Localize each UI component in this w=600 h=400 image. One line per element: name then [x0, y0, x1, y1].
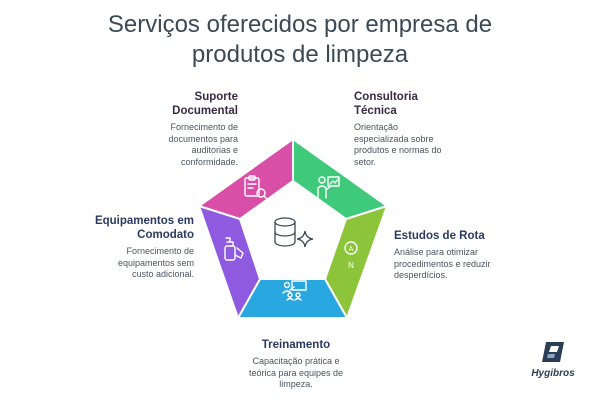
- logo-text: Hygibros: [531, 368, 575, 379]
- pentagon-segments: [196, 137, 390, 321]
- service-estudos: Estudos de Rota Análise para otimizar pr…: [394, 229, 534, 282]
- compass-icon: [344, 241, 358, 255]
- estudos-description: Análise para otimizar procedimentos e re…: [394, 247, 534, 282]
- equipamentos-title-line-1: Equipamentos em: [94, 215, 194, 227]
- clipboard-search-icon: [244, 175, 268, 200]
- treinamento-desc-1: Capacitação prática e: [252, 356, 340, 366]
- estudos-desc-1: Análise para otimizar: [394, 247, 479, 257]
- suporte-description: Fornecimento de documentos para auditori…: [120, 122, 238, 168]
- equipamentos-desc-1: Fornecimento de: [126, 246, 194, 256]
- service-suporte: Suporte Documental Fornecimento de docum…: [120, 90, 238, 168]
- consultoria-desc-2: especializada sobre: [354, 133, 434, 144]
- consultoria-title-line-2: Técnica: [354, 105, 397, 117]
- equipamentos-title-line-2: Comodato: [137, 229, 194, 241]
- treinamento-desc-2: teórica para equipes de: [248, 367, 344, 378]
- hygibros-logo: Hygibros: [524, 342, 582, 379]
- service-consultoria: Consultoria Técnica Orientação especiali…: [354, 90, 474, 168]
- hygibros-logo-icon: [542, 342, 564, 362]
- compass-letter-top: A: [349, 246, 354, 253]
- estudos-title: Estudos de Rota: [394, 230, 485, 242]
- title-line-1: Serviços oferecidos por empresa de: [107, 11, 493, 38]
- suporte-title-line-1: Suporte: [194, 91, 238, 103]
- equipamentos-desc-2: equipamentos sem: [117, 257, 194, 268]
- center-pentagon: [240, 181, 346, 279]
- treinamento-title: Treinamento: [261, 339, 331, 351]
- equipamentos-description: Fornecimento de equipamentos sem custo a…: [80, 246, 194, 281]
- consultoria-description: Orientação especializada sobre produtos …: [354, 122, 474, 168]
- compass-letter-bottom: N: [348, 261, 354, 270]
- suporte-title-line-2: Documental: [172, 105, 238, 117]
- equipamentos-desc-3: custo adicional.: [131, 269, 194, 279]
- spray-bottle-icon: [224, 237, 244, 261]
- treinamento-description: Capacitação prática e teórica para equip…: [236, 356, 356, 391]
- service-treinamento: Treinamento Capacitação prática e teóric…: [236, 338, 356, 391]
- title-line-2: produtos de limpeza: [191, 41, 409, 68]
- consultoria-desc-4: setor.: [354, 156, 377, 167]
- suporte-desc-3: auditorias e: [191, 145, 238, 155]
- consultoria-desc-1: Orientação: [354, 122, 399, 132]
- suporte-desc-4: conformidade.: [180, 156, 238, 167]
- service-equipamentos: Equipamentos em Comodato Fornecimento de…: [80, 214, 194, 281]
- classroom-icon: [282, 280, 307, 301]
- consultoria-desc-3: produtos e normas do: [354, 145, 442, 155]
- page-title: Serviços oferecidos por empresa de produ…: [0, 10, 600, 70]
- treinamento-desc-3: limpeza.: [279, 379, 313, 389]
- presenter-chart-icon: [317, 176, 340, 199]
- consultoria-title-line-1: Consultoria: [354, 91, 418, 103]
- database-sparkle-icon: [274, 217, 314, 248]
- suporte-desc-1: Fornecimento de: [170, 122, 238, 132]
- estudos-desc-3: desperdícios.: [394, 270, 448, 280]
- suporte-desc-2: documentos para: [168, 133, 238, 144]
- estudos-desc-2: procedimentos e reduzir: [394, 258, 491, 269]
